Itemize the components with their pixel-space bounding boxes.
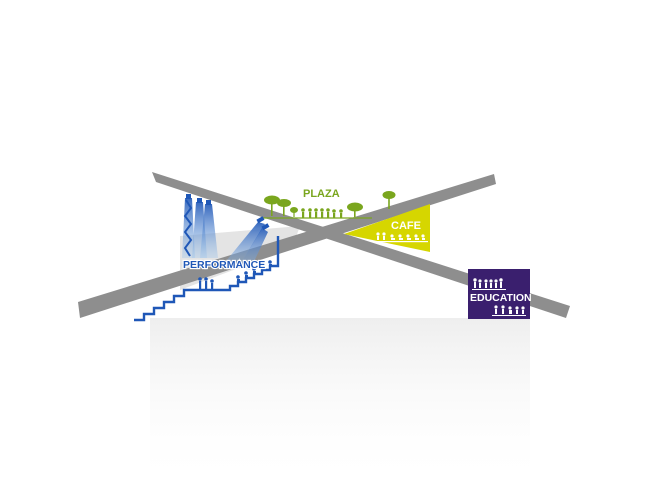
beam-descending [152, 172, 570, 318]
stage-lights-icon [182, 194, 270, 270]
beam-ascending [78, 174, 496, 318]
education-zone [468, 269, 530, 319]
performance-label: PERFORMANCE [183, 259, 265, 271]
people-icon [472, 278, 526, 316]
education-label: EDUCATION [470, 292, 532, 304]
performer-people-icon [198, 260, 272, 289]
cafe-label: CAFE [391, 220, 421, 232]
plaza-label: PLAZA [303, 188, 340, 200]
seated-people-icon [374, 232, 428, 243]
tree-and-people-icon [262, 191, 396, 219]
ground-shadow [150, 318, 530, 488]
